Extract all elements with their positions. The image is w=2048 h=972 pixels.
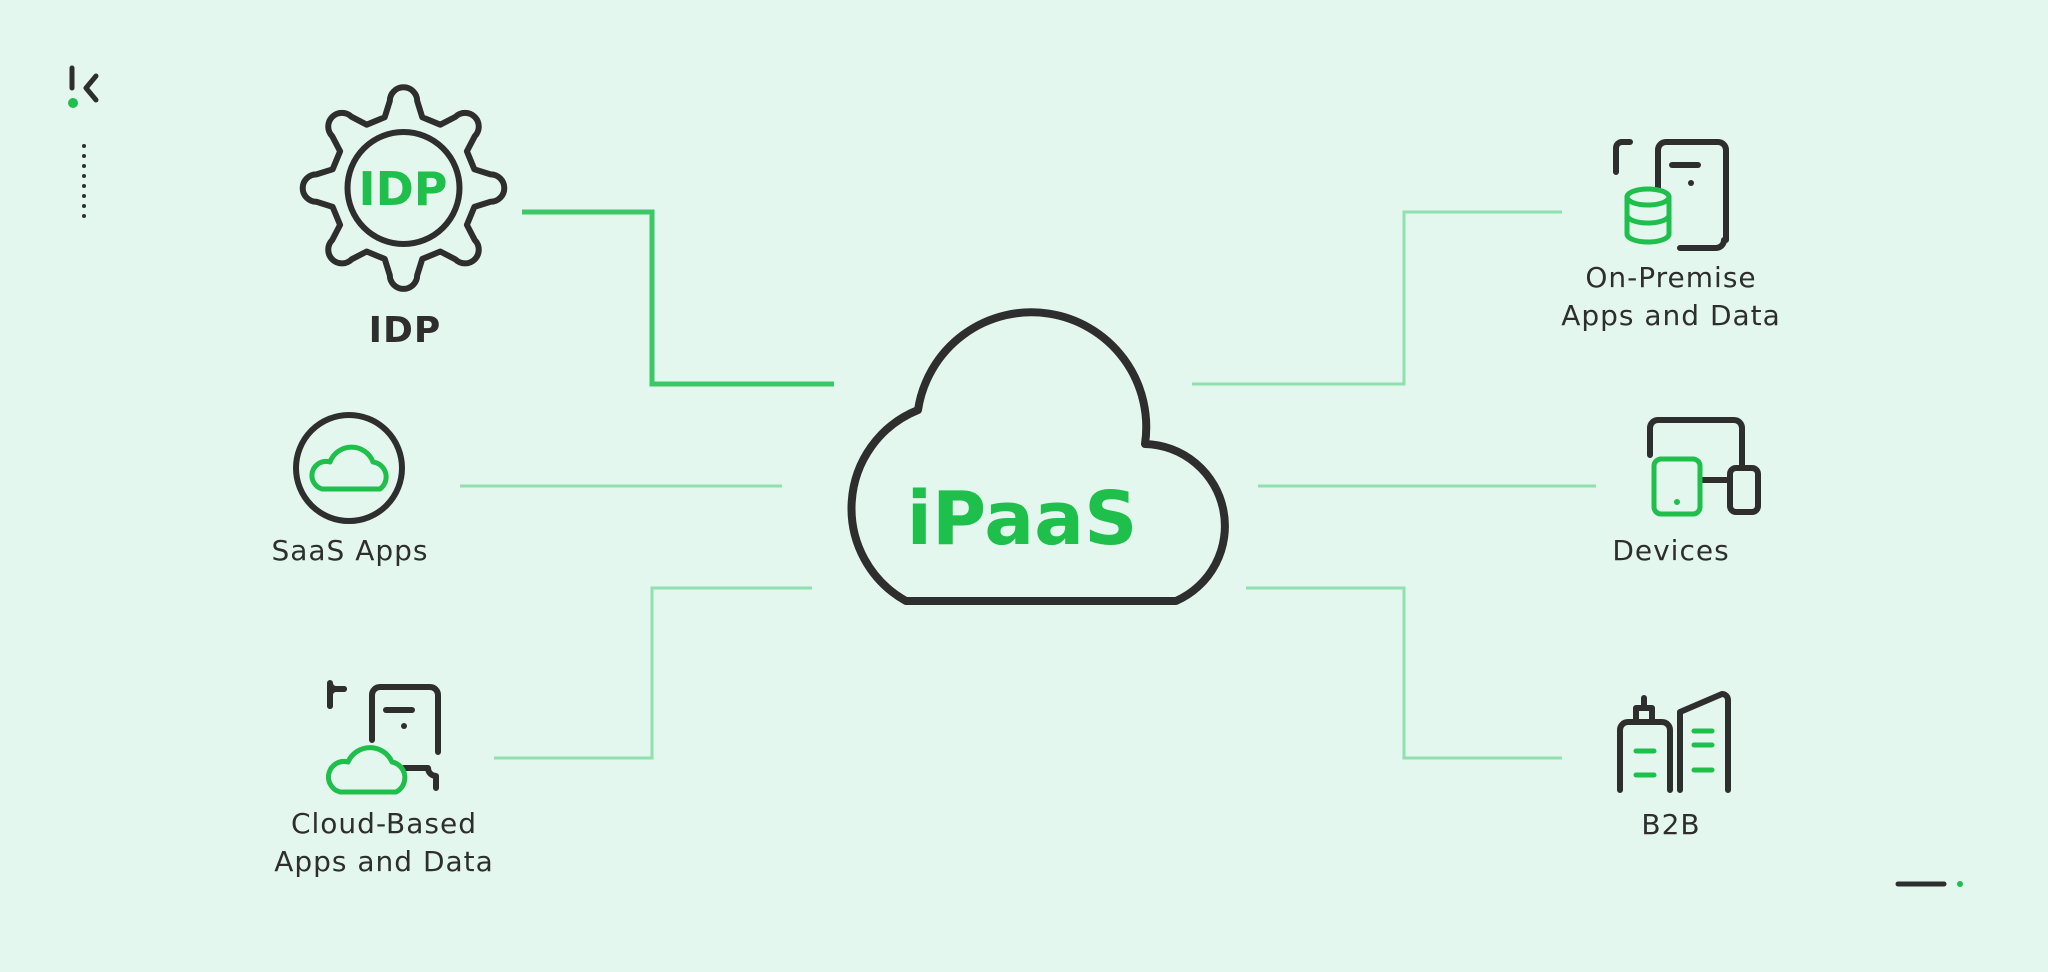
- k-logo-icon: [68, 65, 99, 108]
- cloud-circle-icon: [293, 412, 405, 524]
- idp-gear-badge: IDP: [358, 162, 447, 216]
- database-document-icon: [1613, 139, 1729, 251]
- connector-b2b: [1246, 586, 1562, 760]
- node-cloud-based-label-line-2: Apps and Data: [274, 845, 494, 878]
- vertical-dots-decoration: [82, 144, 86, 218]
- connector-on-premise: [1192, 210, 1562, 386]
- node-b2b-label: B2B: [1641, 808, 1700, 841]
- cloud-document-icon: [326, 680, 441, 795]
- connector-idp: [522, 209, 834, 387]
- node-cloud-based-label-line-1: Cloud-Based: [291, 807, 477, 840]
- node-on-premise-label-line-2: Apps and Data: [1561, 299, 1781, 332]
- node-idp-label: IDP: [369, 310, 442, 351]
- cloud-icon: [847, 308, 1229, 605]
- node-on-premise-label-line-1: On-Premise: [1585, 261, 1756, 294]
- node-idp: IDP IDP: [299, 84, 508, 351]
- node-b2b: B2B: [1617, 691, 1731, 841]
- connector-cloud-based: [494, 586, 812, 760]
- node-saas-apps-label: SaaS Apps: [271, 534, 428, 567]
- buildings-icon: [1617, 691, 1731, 793]
- node-on-premise: On-Premise Apps and Data: [1561, 139, 1781, 332]
- corner-dash-decoration: [1895, 881, 1963, 887]
- center-label: iPaaS: [907, 476, 1138, 562]
- node-devices: Devices: [1612, 417, 1761, 567]
- node-cloud-based: Cloud-Based Apps and Data: [274, 680, 494, 878]
- node-devices-label: Devices: [1612, 534, 1729, 567]
- node-saas-apps: SaaS Apps: [271, 412, 428, 567]
- center-cloud-node: iPaaS: [847, 308, 1229, 605]
- devices-icon: [1647, 417, 1761, 517]
- gear-icon: IDP: [299, 84, 508, 292]
